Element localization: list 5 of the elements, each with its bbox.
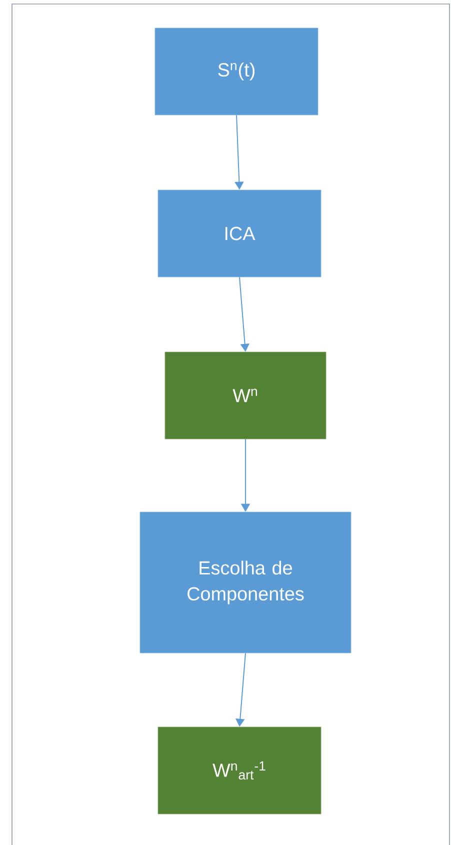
process-box: ICA (158, 190, 322, 278)
process-box: Escolha de Componentes (140, 512, 352, 654)
process-box: S$^{n}$(t) (154, 28, 318, 116)
process-box: W$^{n}$ (164, 352, 326, 440)
process-box: W$^{n}$art-1 (158, 726, 322, 814)
